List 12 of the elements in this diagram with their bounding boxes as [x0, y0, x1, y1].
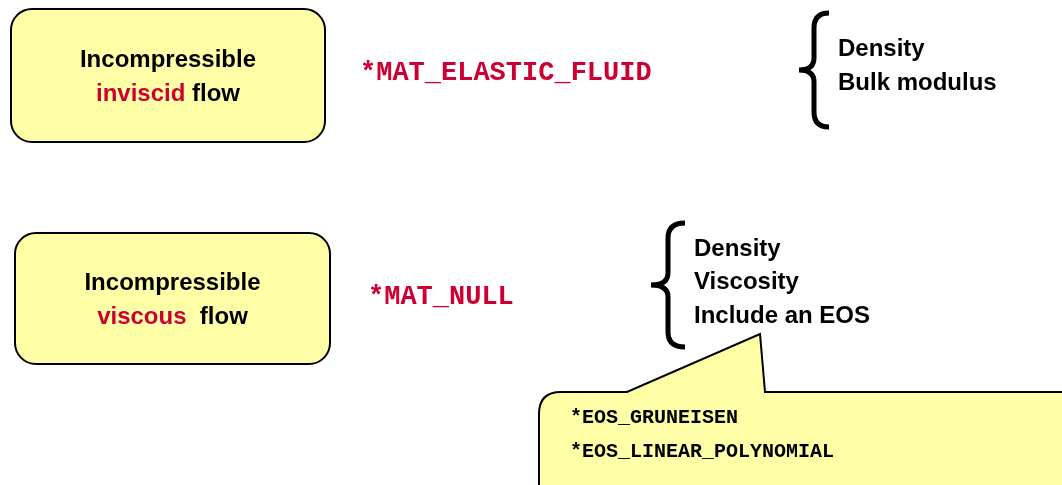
keyword-label: *MAT_ELASTIC_FLUID: [360, 58, 652, 88]
property-label: Viscosity: [694, 267, 799, 295]
process-box: Incompressible viscous flow: [14, 232, 331, 365]
keyword-label: *MAT_NULL: [368, 282, 514, 312]
property-label: Bulk modulus: [838, 68, 997, 96]
property-label: Include an EOS: [694, 301, 871, 329]
property-label: Density: [694, 234, 781, 262]
process-box: Incompressible inviscid flow: [10, 8, 326, 143]
speech-bubble: [537, 332, 1062, 485]
keyword-text: *EOS_LINEAR_POLYNOMIAL: [570, 440, 835, 463]
keyword-text: *EOS_GRUNEISEN: [570, 406, 739, 429]
property-label: Density: [838, 34, 925, 62]
